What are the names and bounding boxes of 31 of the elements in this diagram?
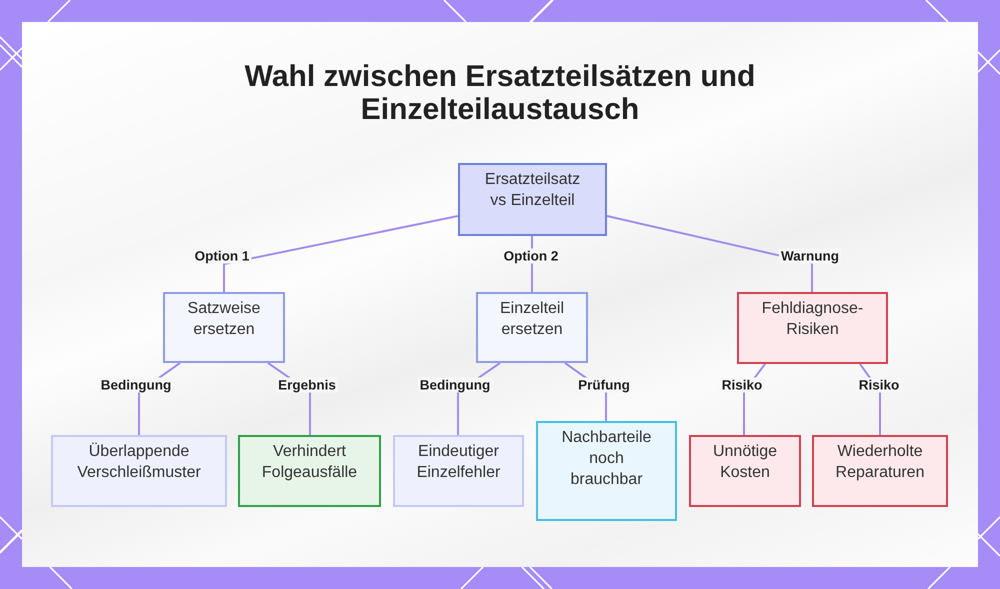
box-label: Fehldiagnose-Risiken bbox=[760, 299, 864, 340]
connector-line bbox=[223, 215, 458, 292]
edge-label: Option 2 bbox=[502, 248, 560, 264]
box-label: Verhindert Folgeausfälle bbox=[260, 442, 358, 483]
edge-label: Ergebnis bbox=[276, 378, 338, 392]
edge-label: Risiko bbox=[720, 378, 764, 392]
risk-box bbox=[812, 435, 948, 507]
topic-box bbox=[458, 163, 607, 236]
box-label: Wiederholte Reparaturen bbox=[834, 442, 926, 483]
edge-label: Risiko bbox=[856, 378, 902, 392]
box-label: Ersatzteilsatz vs Einzelteil bbox=[484, 170, 582, 211]
condition-box bbox=[393, 435, 524, 507]
diagram-title: Wahl zwischen Ersatzteilsätzen und Einzelteilaustausch bbox=[244, 60, 756, 126]
box-label: Satzweise ersetzen bbox=[186, 299, 262, 340]
result-box bbox=[238, 435, 381, 507]
box-label: Eindeutiger Einzelfehler bbox=[416, 442, 502, 483]
criterion-box bbox=[536, 421, 677, 521]
edge-label: Prüfung bbox=[576, 378, 632, 392]
edge-label: Bedingung bbox=[418, 378, 492, 392]
option-box bbox=[476, 292, 588, 363]
risk-box bbox=[689, 435, 801, 507]
condition-box bbox=[51, 435, 227, 507]
edge-label: Option 1 bbox=[192, 248, 252, 264]
edge-label: Warnung bbox=[779, 248, 841, 264]
box-label: Unnötige Kosten bbox=[712, 442, 778, 483]
edge-label: Bedingung bbox=[98, 378, 174, 392]
box-label: Nachbarteile noch brauchbar bbox=[560, 428, 652, 490]
box-label: Einzelteil ersetzen bbox=[498, 299, 566, 340]
option-box bbox=[163, 292, 285, 363]
risk-box bbox=[737, 292, 888, 364]
box-label: Überlappende Verschleißmuster bbox=[76, 442, 202, 483]
